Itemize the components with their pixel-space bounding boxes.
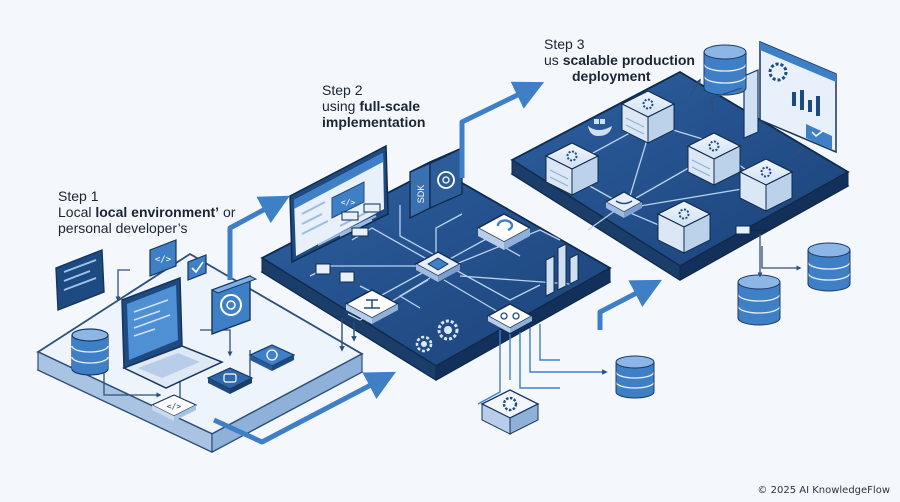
step1-line1: Local local environment’ or (58, 204, 235, 220)
step3-links (689, 78, 802, 278)
database-right-icon (807, 242, 851, 292)
code-flat-tile-icon: </> (150, 394, 198, 421)
refresh-tile-icon (476, 213, 532, 250)
step2-line1-plain: using (322, 98, 360, 114)
copyright-footer: © 2025 AI KnowledgeFlow (757, 485, 890, 496)
step2-label: Step 2 using full-scale implementation (322, 82, 425, 130)
step3-line1: us scalable production (544, 52, 695, 68)
step1-label: Step 1 Local local environment’ or perso… (58, 188, 235, 236)
step2-title: Step 2 (322, 82, 363, 98)
step3-line1-plain: us (544, 52, 563, 68)
step1-line1-tail: or (219, 204, 236, 220)
gear-icon (437, 319, 459, 341)
step2-line1-bold: full-scale (359, 98, 421, 114)
side-panel-icon (743, 69, 759, 139)
database-icon (71, 328, 109, 376)
plug-widget (735, 225, 770, 235)
database-bottom-icon (737, 274, 781, 326)
code-flat-tile-text: </> (167, 402, 182, 411)
gear-small-icon (415, 335, 433, 353)
code-tile-text: </> (155, 255, 172, 265)
chat-tile-icon (206, 367, 254, 394)
database-output-icon (615, 355, 655, 399)
editor-code-text: </> (341, 198, 356, 207)
server-cube-3 (686, 132, 742, 186)
processor-chip-icon (414, 251, 462, 282)
step1-title: Step 1 (58, 188, 99, 204)
step1-line1-bold: local environment’ (95, 204, 220, 220)
server-cube-1 (544, 142, 600, 196)
output-cables (339, 318, 608, 405)
container-whale-icon (588, 119, 612, 136)
code-tile-icon: </> (149, 239, 177, 277)
sdk-label: SDK (416, 185, 426, 204)
code-editor-window-icon: </> (289, 144, 389, 264)
camera-tile-icon (315, 263, 355, 283)
step3-title: Step 3 (544, 36, 585, 52)
server-cube-4 (738, 158, 794, 212)
laptop-icon (121, 276, 224, 389)
ai-logo-flat-tile-icon (248, 344, 296, 371)
server-cube-2 (620, 90, 676, 144)
orchestrator-hub-icon (604, 191, 644, 218)
step2-line2: implementation (322, 114, 426, 130)
database-top-icon (703, 44, 747, 96)
ai-logo-tile-icon (210, 274, 258, 336)
step3-line1-bold: scalable production (562, 52, 695, 68)
flow-arrows (212, 81, 662, 445)
step1-line1-plain: Local (58, 204, 96, 220)
plug-connectors (341, 203, 381, 237)
sdk-box-icon: SDK (409, 147, 463, 220)
dashboard-panel-icon (759, 40, 837, 154)
check-tile-icon (187, 254, 207, 281)
step3-line2: deployment (572, 68, 651, 84)
flowchart-tile-icon (344, 289, 400, 324)
step3-label: Step 3 us scalable production deployment (544, 36, 695, 84)
step1-line2: personal developer’s (58, 220, 188, 236)
pipeline-tile-icon (486, 303, 534, 333)
bar-chart-icon (545, 243, 579, 297)
server-cube-5 (656, 200, 712, 254)
code-window-icon (55, 248, 105, 312)
gear-cube-icon (480, 389, 540, 435)
step2-line1: using full-scale (322, 98, 425, 114)
